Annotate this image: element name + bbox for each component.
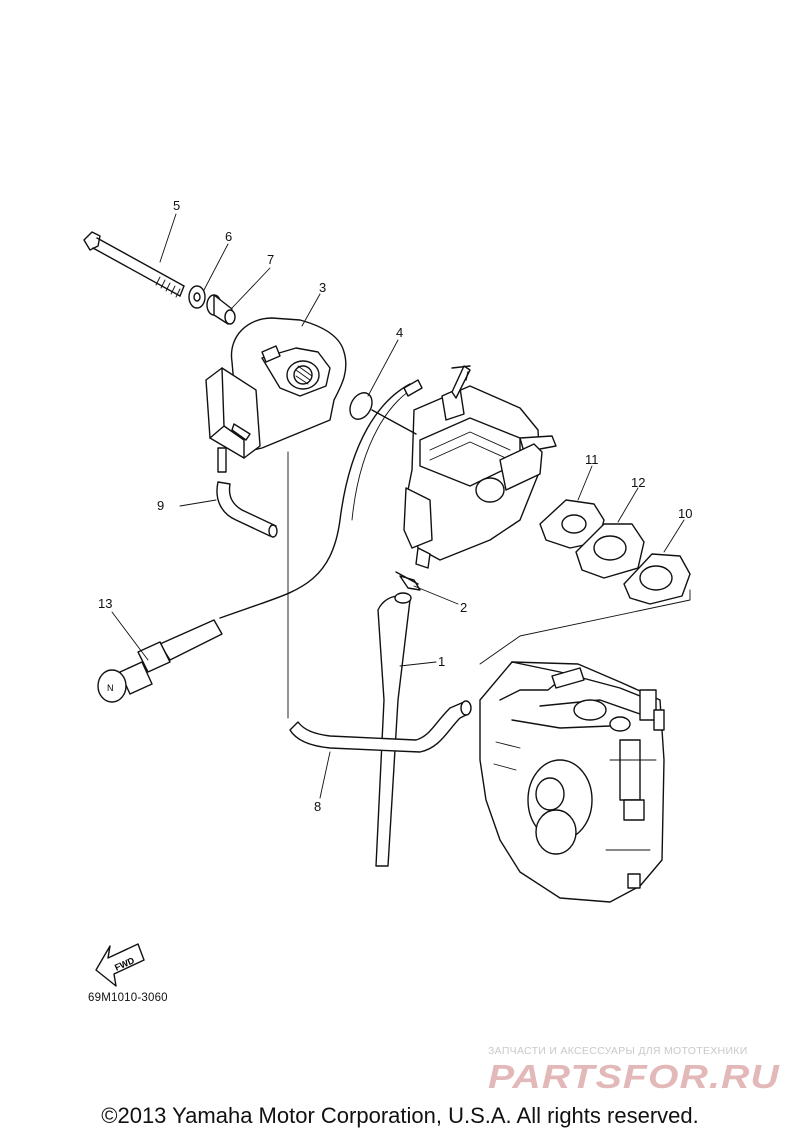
fwd-arrow-icon: FWD bbox=[95, 943, 145, 987]
copyright-notice: ©2013 Yamaha Motor Corporation, U.S.A. A… bbox=[101, 1103, 699, 1128]
callout-11: 11 bbox=[585, 452, 599, 467]
washer-part-6 bbox=[188, 285, 206, 309]
collar-part-7 bbox=[206, 294, 236, 325]
callout-6: 6 bbox=[225, 229, 232, 244]
breather-hose-part-8 bbox=[289, 700, 472, 753]
watermark-tagline: ЗАПЧАСТИ И АКСЕССУАРЫ ДЛЯ МОТОТЕХНИКИ bbox=[488, 1045, 748, 1057]
watermark-logo-text: PARTSFOR.RU bbox=[488, 1058, 780, 1094]
gasket-part-10 bbox=[623, 553, 691, 605]
fuel-hose-part-1 bbox=[375, 592, 412, 867]
callout-5: 5 bbox=[173, 198, 180, 213]
callout-4: 4 bbox=[396, 325, 403, 340]
engine-block bbox=[479, 661, 665, 903]
choke-knob-label: N bbox=[107, 683, 114, 693]
choke-cable-part-13 bbox=[97, 379, 423, 703]
callout-3: 3 bbox=[319, 280, 326, 295]
o-ring-part-4 bbox=[349, 392, 373, 420]
assembly-bracket-line bbox=[479, 589, 691, 665]
callout-13: 13 bbox=[98, 596, 112, 611]
gasket-part-12 bbox=[575, 523, 645, 579]
callout-8: 8 bbox=[314, 799, 321, 814]
callout-1: 1 bbox=[438, 654, 445, 669]
callout-10: 10 bbox=[678, 506, 692, 521]
callout-7: 7 bbox=[267, 252, 274, 267]
hose-part-9 bbox=[216, 481, 278, 538]
callout-9: 9 bbox=[157, 498, 164, 513]
diagram-part-code: 69M1010-3060 bbox=[88, 992, 168, 1004]
silencer-part-3 bbox=[205, 317, 347, 719]
carburetor bbox=[371, 365, 557, 569]
bolt-part-5 bbox=[83, 231, 185, 298]
gasket-part-11 bbox=[539, 499, 605, 549]
watermark-logo: PARTSFOR.RU bbox=[488, 1058, 780, 1094]
callout-12: 12 bbox=[631, 475, 645, 490]
leader-lines bbox=[111, 213, 685, 799]
callout-2: 2 bbox=[460, 600, 467, 615]
